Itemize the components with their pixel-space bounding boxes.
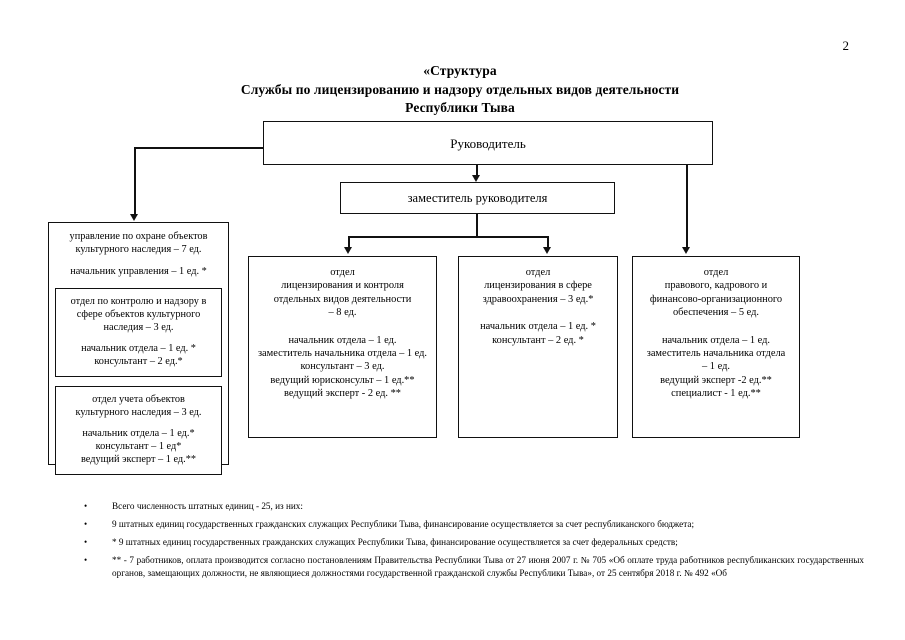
- connector-deputy-stem: [476, 214, 478, 237]
- heritage-registry-unit-title: отдел учета объектов культурного наследи…: [75, 393, 202, 418]
- connector-branch-right-down: [547, 236, 549, 248]
- arrow-to-deputy: [472, 175, 480, 182]
- connector-left-branch-down: [134, 147, 136, 215]
- legal-hr-finance-staff: начальник отдела – 1 ед. заместитель нач…: [646, 334, 786, 400]
- org-box-heritage-department: управление по охране объектов культурног…: [48, 222, 229, 475]
- org-box-legal-hr-finance-department: отдел правового, кадрового и финансово-о…: [632, 256, 800, 438]
- heritage-supervision-unit-staff: начальник отдела – 1 ед. * консультант –…: [81, 343, 196, 368]
- bullet-icon: •: [84, 501, 88, 511]
- footnote-item: • * 9 штатных единиц государственных гра…: [74, 536, 864, 549]
- bullet-icon: •: [84, 554, 88, 565]
- connector-head-to-deputy: [476, 165, 478, 176]
- connector-branch-left-down: [348, 236, 350, 248]
- heritage-supervision-unit-title: отдел по контролю и надзору в сфере объе…: [70, 295, 207, 334]
- footnote-item: • Всего численность штатных единиц - 25,…: [74, 500, 864, 513]
- heritage-registry-unit-staff: начальник отдела – 1 ед.* консультант – …: [80, 428, 197, 466]
- footnote-item: • 9 штатных единиц государственных гражд…: [74, 518, 864, 531]
- legal-hr-finance-title: отдел правового, кадрового и финансово-о…: [649, 267, 783, 319]
- org-box-deputy-label: заместитель руководителя: [407, 190, 548, 205]
- arrow-to-health-licensing: [543, 247, 551, 254]
- title-line-1: «Структура: [423, 63, 497, 78]
- health-licensing-staff: начальник отдела – 1 ед. * консультант –…: [480, 321, 596, 346]
- org-box-deputy: заместитель руководителя: [340, 182, 615, 214]
- footnote-text: Всего численность штатных единиц - 25, и…: [112, 501, 303, 511]
- heritage-department-staff: начальник управления – 1 ед. *: [70, 266, 207, 278]
- footnotes-list: • Всего численность штатных единиц - 25,…: [74, 500, 864, 585]
- arrow-to-legal-dept: [682, 247, 690, 254]
- arrow-to-licensing-control: [344, 247, 352, 254]
- org-box-head: Руководитель: [263, 121, 713, 165]
- health-licensing-title: отдел лицензирования в сфере здравоохран…: [482, 267, 594, 305]
- arrow-to-heritage-dept: [130, 214, 138, 221]
- org-box-head-label: Руководитель: [450, 135, 526, 151]
- footnote-item: • ** - 7 работников, оплата производится…: [74, 554, 864, 581]
- title-line-3: Республики Тыва: [405, 100, 515, 115]
- connector-deputy-branch-bar: [348, 236, 548, 238]
- page-number: 2: [842, 38, 850, 53]
- bullet-icon: •: [84, 518, 88, 529]
- footnote-text: ** - 7 работников, оплата производится с…: [112, 554, 864, 579]
- licensing-control-title: отдел лицензирования и контроля отдельны…: [273, 267, 412, 319]
- title-line-2: Службы по лицензированию и надзору отдел…: [240, 81, 680, 97]
- footnote-text: 9 штатных единиц государственных граждан…: [112, 518, 694, 529]
- org-box-health-licensing-department: отдел лицензирования в сфере здравоохран…: [458, 256, 618, 438]
- org-box-heritage-supervision-unit: отдел по контролю и надзору в сфере объе…: [55, 287, 222, 377]
- page-title: «Структура Службы по лицензированию и на…: [120, 62, 800, 118]
- org-box-heritage-registry-unit: отдел учета объектов культурного наследи…: [55, 385, 222, 475]
- org-box-licensing-control-department: отдел лицензирования и контроля отдельны…: [248, 256, 437, 438]
- connector-head-to-legal-dept: [686, 165, 688, 248]
- bullet-icon: •: [84, 536, 88, 547]
- heritage-department-title: управление по охране объектов культурног…: [69, 231, 208, 256]
- footnote-text: * 9 штатных единиц государственных гражд…: [112, 536, 678, 547]
- licensing-control-staff: начальник отдела – 1 ед. заместитель нач…: [257, 334, 428, 400]
- connector-head-to-left-branch: [134, 147, 264, 149]
